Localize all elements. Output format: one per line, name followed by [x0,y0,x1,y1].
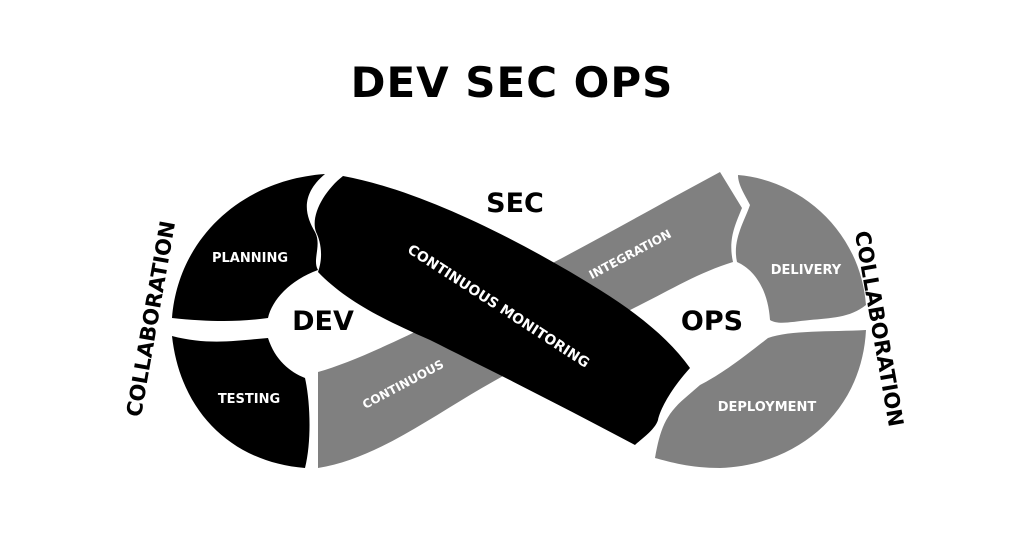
segment-continuous-monitoring [314,176,690,445]
diagram-title: DEV SEC OPS [350,58,674,107]
label-planning: PLANNING [212,251,288,266]
label-delivery: DELIVERY [771,263,842,278]
hub-sec: SEC [486,188,544,219]
segment-testing [172,336,310,468]
segment-planning [172,174,325,321]
hub-dev: DEV [292,306,354,337]
segment-deployment [655,330,866,468]
hub-ops: OPS [681,306,743,337]
label-deployment: DEPLOYMENT [718,400,817,415]
segment-delivery [735,175,866,323]
label-testing: TESTING [218,392,280,407]
side-label-left: COLLABORATION [122,219,180,419]
side-label-right: COLLABORATION [850,229,908,429]
